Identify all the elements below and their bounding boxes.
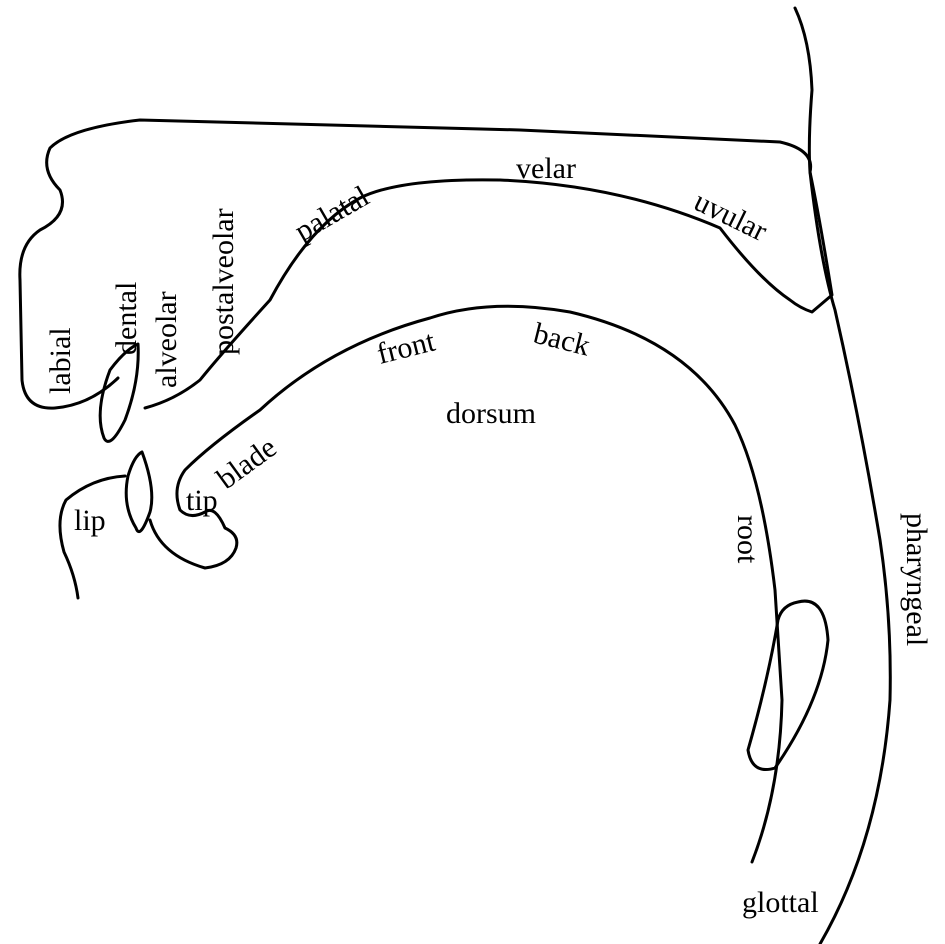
label-velar: velar (516, 152, 576, 185)
label-tip: tip (186, 484, 218, 517)
label-back: back (530, 317, 593, 363)
epiglottis-outline (748, 601, 828, 769)
label-palatal: palatal (289, 180, 375, 249)
upper-teeth-outline (100, 344, 138, 441)
label-dorsum: dorsum (446, 397, 536, 430)
label-front: front (374, 325, 439, 371)
lower-teeth-outline (126, 452, 152, 532)
pharyngeal-wall-outline (795, 8, 890, 944)
tongue-outline (150, 306, 782, 862)
label-uvular: uvular (689, 185, 772, 248)
label-lip: lip (74, 504, 106, 537)
label-root: root (731, 515, 764, 564)
label-alveolar: alveolar (150, 291, 183, 388)
upper-vocal-tract-outline (20, 120, 832, 408)
label-blade: blade (211, 431, 283, 496)
label-pharyngeal: pharyngeal (900, 513, 933, 646)
lower-lip-outline (60, 476, 125, 598)
label-postalveolar: postalveolar (207, 208, 240, 355)
label-glottal: glottal (742, 886, 819, 919)
label-labial: labial (44, 327, 77, 394)
label-dental: dental (110, 282, 143, 355)
